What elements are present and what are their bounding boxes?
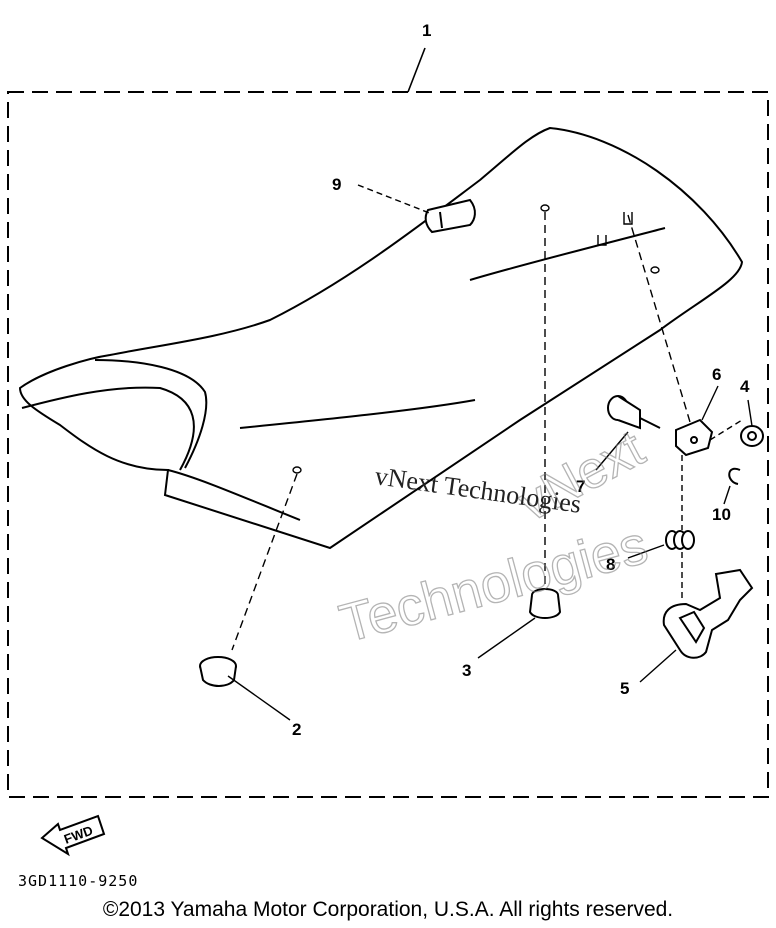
leader-10 xyxy=(723,485,731,505)
seat xyxy=(18,126,744,550)
copyright-notice: ©2013 Yamaha Motor Corporation, U.S.A. A… xyxy=(102,898,674,921)
leader-5 xyxy=(639,649,677,683)
fwd-arrow-icon: FWD xyxy=(40,814,106,857)
damper-2 xyxy=(199,656,237,687)
leader-4 xyxy=(747,399,753,427)
grommet-4 xyxy=(740,425,764,447)
seat-mount-holes xyxy=(292,204,660,474)
callout-1: 1 xyxy=(422,21,431,40)
leader-8 xyxy=(627,544,665,559)
seat-top-seam xyxy=(21,386,195,471)
lock-lever-5 xyxy=(662,568,754,659)
seat-edge-seam xyxy=(94,359,208,469)
clip-10 xyxy=(728,467,741,485)
watermark: vNext Technologies xyxy=(333,418,655,655)
leader-9 xyxy=(357,184,433,215)
callout-2: 2 xyxy=(292,720,301,739)
callout-7: 7 xyxy=(576,477,585,496)
watermark-arc-bottom: Technologies xyxy=(334,515,654,655)
spring-8 xyxy=(665,530,695,550)
callout-9: 9 xyxy=(332,175,341,194)
assembly-frame xyxy=(7,91,769,798)
seat-center-line xyxy=(239,399,476,429)
leader-2 xyxy=(227,675,291,721)
callout-5: 5 xyxy=(620,679,629,698)
callout-4: 4 xyxy=(740,377,750,396)
leader-dashed-lock xyxy=(627,214,691,423)
seat-front-bottom xyxy=(167,469,301,521)
bracket-6 xyxy=(675,418,714,457)
callout-10: 10 xyxy=(712,505,731,524)
callout-6: 6 xyxy=(712,365,721,384)
leader-1 xyxy=(407,47,426,93)
callout-3: 3 xyxy=(462,661,471,680)
callout-8: 8 xyxy=(606,555,615,574)
pin-7 xyxy=(607,395,661,430)
leader-dashed-2 xyxy=(231,473,298,651)
diagram-code: 3GD1110-9250 xyxy=(18,872,139,890)
seat-strap xyxy=(424,198,476,234)
seat-outline xyxy=(18,126,744,550)
leader-3 xyxy=(477,617,536,659)
seat-rear-line xyxy=(469,227,666,281)
leader-7 xyxy=(595,431,629,471)
leader-6 xyxy=(701,385,719,421)
leader-dashed-4 xyxy=(709,419,743,441)
damper-3 xyxy=(528,588,562,619)
